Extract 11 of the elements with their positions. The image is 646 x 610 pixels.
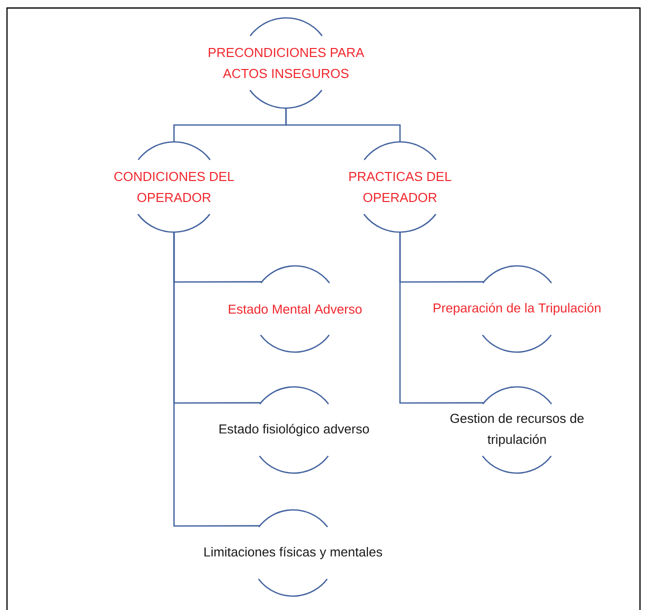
connector-line [285, 108, 401, 142]
circle-node: Estado fisiológico adverso [220, 386, 369, 474]
circle-node: CONDICIONES DEL OPERADOR [114, 141, 234, 233]
circle-node: PRACTICAS DEL OPERADOR [349, 141, 452, 233]
connector-line [399, 232, 484, 404]
circle-node: Preparación de la Tripulación [434, 265, 600, 353]
circle-node: Estado Mental Adverso [228, 265, 362, 353]
circle-node: Gestion de recursos de tripulación [450, 386, 584, 474]
circle-node: Limitaciones físicas y mentales [204, 509, 382, 597]
connector-line [173, 232, 260, 527]
circle-node: PRECONDICIONES PARA ACTOS INSEGUROS [208, 17, 364, 109]
